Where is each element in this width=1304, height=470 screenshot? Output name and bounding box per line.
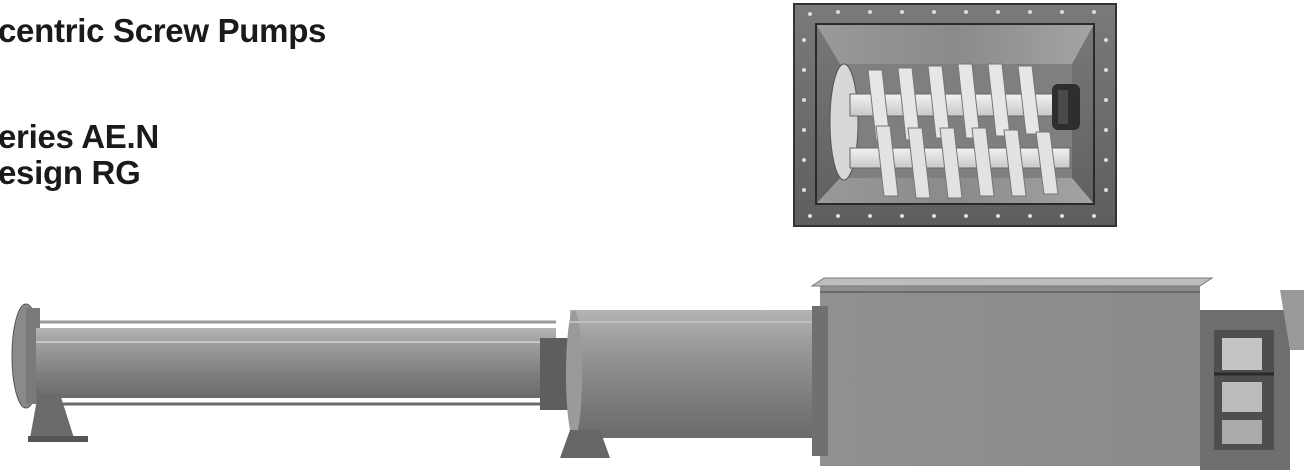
flange-bolt-holes bbox=[802, 10, 1108, 218]
upper-conveyor-screw bbox=[849, 63, 1061, 141]
pump-side-view-photo bbox=[11, 277, 1304, 470]
lower-conveyor-screw bbox=[849, 125, 1071, 199]
feed-hopper-box bbox=[820, 286, 1200, 466]
suction-casing bbox=[570, 310, 820, 438]
hopper-top-view-photo bbox=[793, 3, 1117, 227]
front-support-foot bbox=[30, 394, 74, 438]
stator-tube bbox=[36, 328, 556, 398]
design-heading: esign RG bbox=[0, 154, 141, 191]
document-title: centric Screw Pumps bbox=[0, 12, 327, 49]
series-heading: eries AE.N bbox=[0, 118, 159, 155]
joint-housing bbox=[540, 338, 570, 410]
